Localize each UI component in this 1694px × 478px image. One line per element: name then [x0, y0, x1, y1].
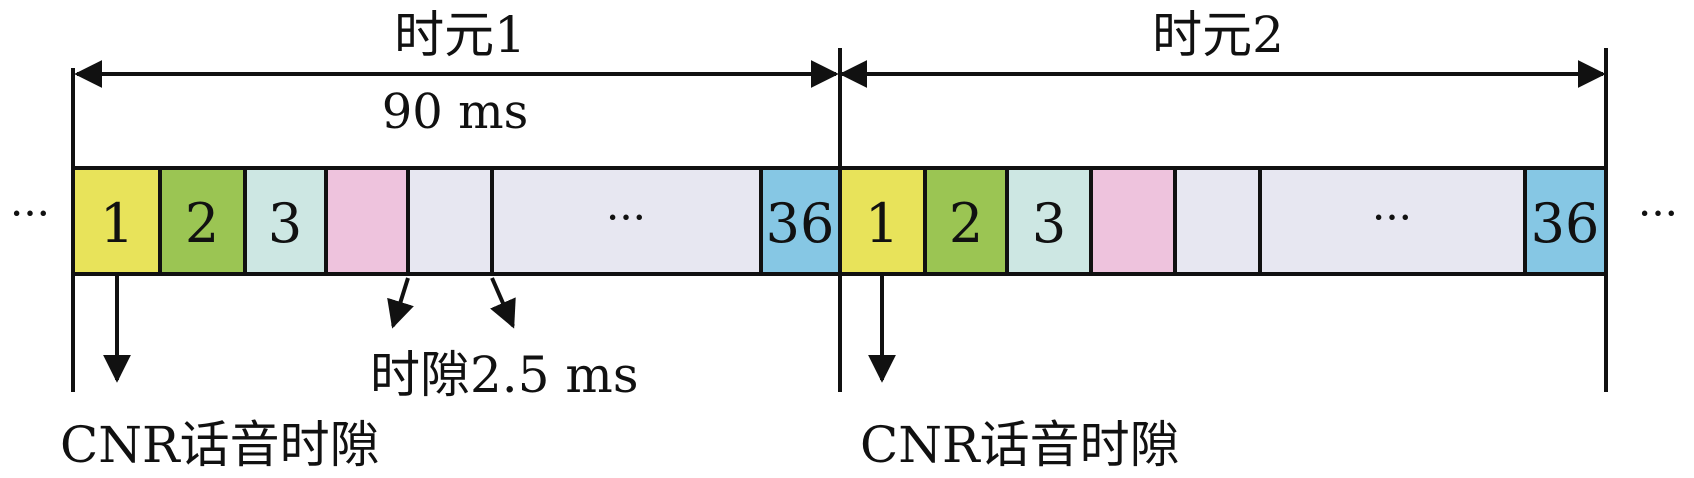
epoch-2-slot-4	[1089, 166, 1177, 276]
epoch-2-slot-7-label: 36	[1531, 192, 1600, 255]
slot-end-arrow	[490, 277, 516, 329]
epoch-1-slot-7	[759, 166, 842, 276]
epoch-1-slot-3	[243, 166, 328, 276]
epoch-1-slot-2-label: 2	[185, 192, 219, 255]
epoch-2-title: 时元2	[1152, 6, 1284, 64]
epoch-2-slot-row: 1 2 3 ··· 36	[838, 166, 1608, 276]
epoch-1-slot-5	[406, 166, 494, 276]
epoch-2-slot-7	[1523, 166, 1608, 276]
epoch-1-slot-4	[324, 166, 410, 276]
epoch-1-title: 时元1	[394, 6, 526, 64]
left-ellipsis: ···	[10, 189, 50, 238]
epoch-1-duration: 90 ms	[382, 84, 528, 140]
epoch-2-slot-5	[1173, 166, 1262, 276]
epoch-1-voice-slot-label: CNR话音时隙	[60, 416, 380, 474]
epoch-1-slot-3-label: 3	[268, 192, 302, 255]
epoch-2-slot-6-label: ···	[1372, 193, 1412, 242]
epoch-2-slot-1-label: 1	[865, 192, 899, 255]
epoch-1-slot-7-label: 36	[766, 192, 835, 255]
epoch-1-slot-1-label: 1	[100, 192, 134, 255]
slot-duration-label: 时隙2.5 ms	[370, 346, 638, 404]
epoch-2-slot-2	[923, 166, 1009, 276]
epoch-2-slot-3-label: 3	[1032, 192, 1066, 255]
epoch-2-voice-slot-label: CNR话音时隙	[860, 416, 1180, 474]
slot-start-arrow	[387, 277, 414, 329]
epoch-2-slot-6	[1258, 166, 1527, 276]
epoch-1-slot-row: 1 2 3 ··· 36	[71, 166, 842, 276]
right-ellipsis: ···	[1638, 189, 1678, 238]
epoch-2-slot-2-label: 2	[949, 192, 983, 255]
epoch-1-slot-6-label: ···	[606, 193, 646, 242]
